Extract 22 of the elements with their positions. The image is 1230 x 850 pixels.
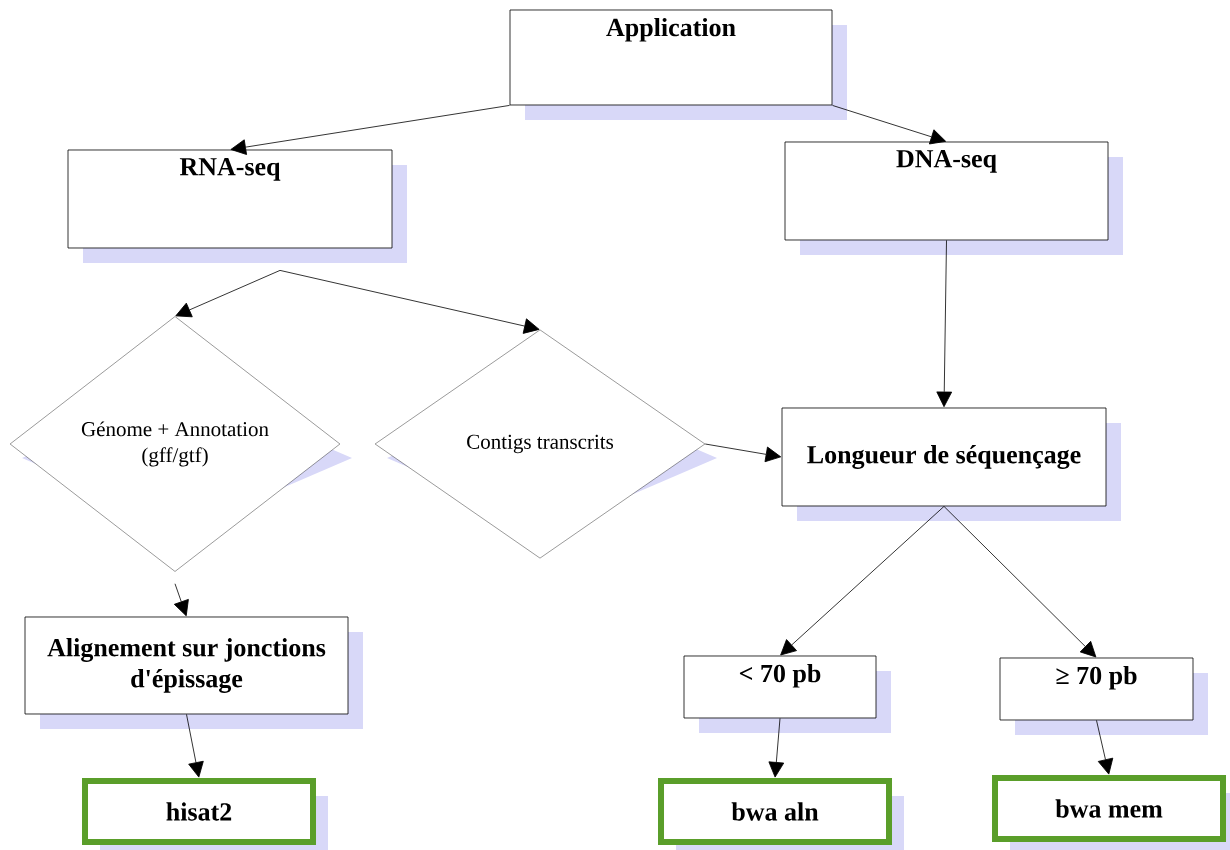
process-box: ≥ 70 pb xyxy=(999,657,1208,735)
result-box: bwa aln xyxy=(658,778,904,850)
process-box: RNA-seq xyxy=(67,149,407,263)
process-box: DNA-seq xyxy=(784,141,1123,255)
process-box: < 70 pb xyxy=(683,655,891,733)
arrow xyxy=(768,718,785,778)
arrow xyxy=(943,506,1097,658)
arrow xyxy=(175,270,281,318)
arrow xyxy=(1096,720,1114,775)
process-box: Application xyxy=(509,9,847,120)
result-box: hisat2 xyxy=(82,778,328,850)
arrow xyxy=(230,105,510,155)
arrow xyxy=(173,583,189,617)
arrow xyxy=(704,443,782,463)
arrow xyxy=(936,240,953,408)
arrow xyxy=(832,105,947,145)
arrow xyxy=(186,714,204,778)
arrow xyxy=(279,270,540,334)
process-box: Longueur de séquençage xyxy=(781,407,1121,521)
result-box: bwa mem xyxy=(992,775,1230,850)
process-box: Alignement sur jonctions d'épissage xyxy=(24,616,363,729)
arrow xyxy=(780,506,945,656)
